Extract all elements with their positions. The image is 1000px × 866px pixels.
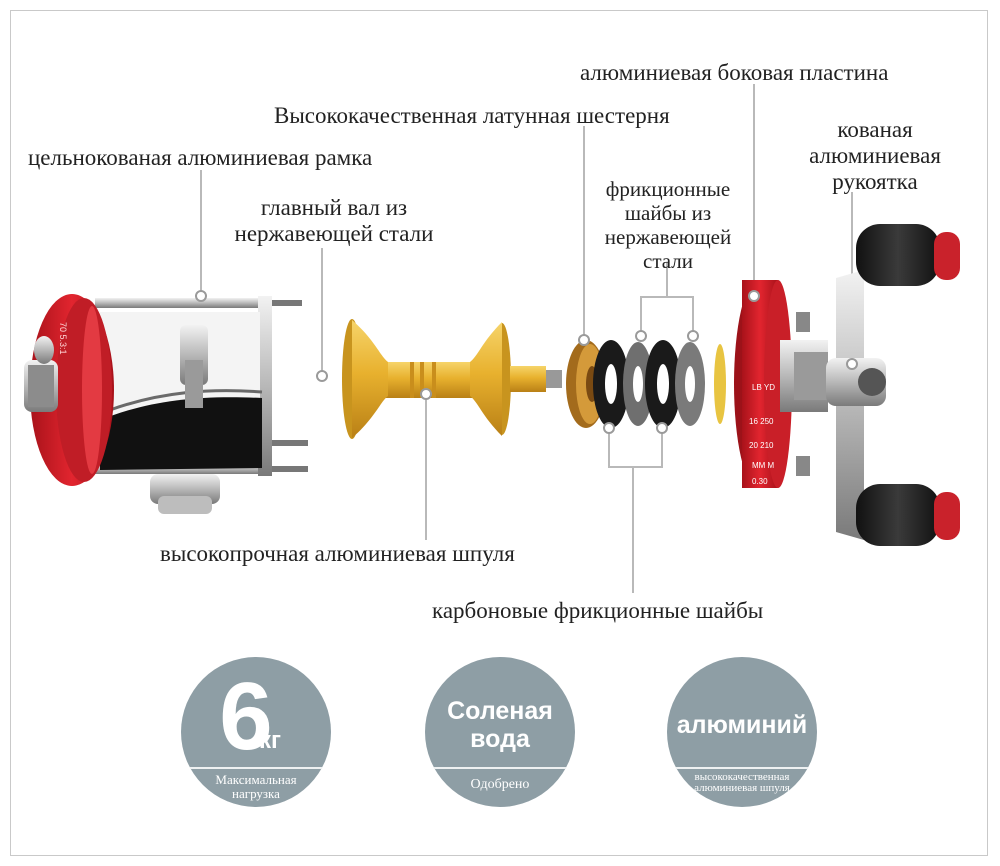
label-frame: цельнокованая алюминиевая рамка xyxy=(28,145,373,170)
leader-steel-washers xyxy=(640,296,694,336)
max-load-value: 6 xyxy=(219,663,273,770)
label-handle: кованая алюминиевая рукоятка xyxy=(809,117,941,194)
friction-washers xyxy=(593,340,726,428)
saltwater-title: Соленая вода xyxy=(447,697,553,753)
max-load-caption: Максимальная нагрузка xyxy=(215,772,297,801)
marking-row2: 20 210 xyxy=(749,441,774,450)
label-spool: высокопрочная алюминиевая шпуля xyxy=(160,541,515,566)
reel-handle xyxy=(826,224,960,546)
side-plate xyxy=(734,280,828,488)
label-brass-gear: Высококачественная латунная шестерня xyxy=(274,103,670,128)
max-load-unit: кг xyxy=(259,727,282,754)
saltwater-caption: Одобрено xyxy=(470,777,530,792)
label-steel-washers: фрикционные шайбы из нержавеющей стали xyxy=(604,177,732,273)
marking-unit-header: LB YD xyxy=(752,383,775,392)
leader-carbon-washers xyxy=(608,428,663,468)
leader-dots xyxy=(195,290,858,434)
aluminum-title: алюминий xyxy=(676,711,808,739)
badge-max-load: 6 кг Максимальная нагрузка xyxy=(181,657,331,807)
gear-ratio-marking: 70 5.3:1 xyxy=(58,322,68,355)
label-main-shaft: главный вал из нержавеющей стали xyxy=(234,195,434,246)
marking-row4: 0.30 xyxy=(752,477,768,486)
spool xyxy=(342,319,562,439)
label-carbon-washers: карбоновые фрикционные шайбы xyxy=(432,598,764,623)
image-frame xyxy=(10,10,988,856)
badge-divider xyxy=(181,767,331,769)
badge-saltwater: Соленая вода Одобрено xyxy=(425,657,575,807)
aluminum-caption: высококачественная алюминиевая шпуля xyxy=(694,771,790,794)
badge-divider xyxy=(667,767,817,769)
label-side-plate: алюминиевая боковая пластина xyxy=(580,60,889,85)
marking-row1: 16 250 xyxy=(749,417,774,426)
badge-aluminum: алюминий высококачественная алюминиевая … xyxy=(667,657,817,807)
badge-divider xyxy=(425,767,575,769)
reel-frame xyxy=(24,294,308,514)
marking-row3: MM M xyxy=(752,461,775,470)
